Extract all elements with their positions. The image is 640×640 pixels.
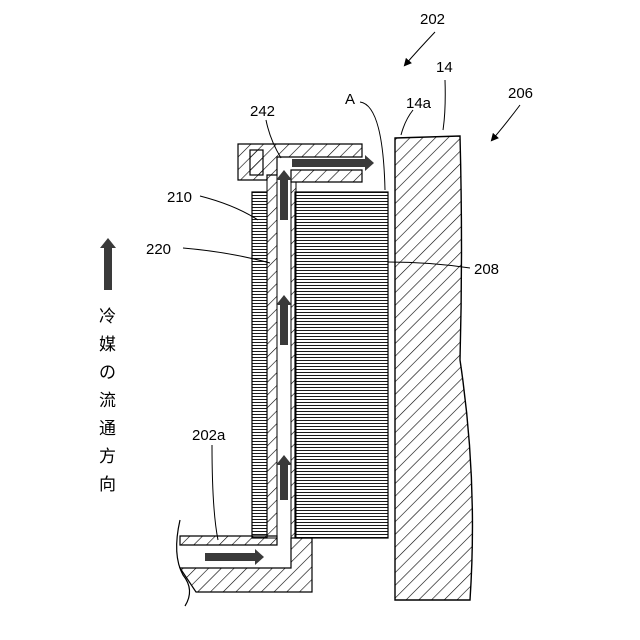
flow-arrow-up-3 bbox=[276, 455, 292, 500]
leader-14 bbox=[443, 80, 445, 130]
legend-char-5: 通 bbox=[99, 419, 116, 439]
legend-text: 冷 媒 の 流 通 方 向 bbox=[99, 307, 116, 495]
label-206: 206 bbox=[508, 85, 533, 102]
top-cap-lower bbox=[291, 170, 362, 182]
leader-14a bbox=[401, 110, 413, 135]
leader-206 bbox=[492, 105, 520, 140]
inlet-pipe-202a bbox=[180, 536, 277, 545]
flow-arrow-up-2 bbox=[276, 295, 292, 345]
channel-wall-right bbox=[291, 182, 296, 538]
up-arrow-icon bbox=[100, 238, 116, 290]
label-210: 210 bbox=[167, 189, 192, 206]
leader-202 bbox=[405, 32, 435, 65]
flow-arrow-up-1 bbox=[276, 170, 292, 220]
legend-char-2: 媒 bbox=[99, 335, 116, 355]
label-202a: 202a bbox=[192, 427, 226, 444]
label-14: 14 bbox=[436, 59, 453, 76]
legend-char-7: 向 bbox=[99, 475, 116, 495]
plate-stack-208 bbox=[295, 192, 388, 538]
label-242: 242 bbox=[250, 103, 275, 120]
leader-210 bbox=[200, 196, 258, 220]
inlet-body bbox=[180, 538, 312, 592]
legend-char-6: 方 bbox=[99, 447, 116, 467]
legend-char-4: 流 bbox=[99, 391, 116, 411]
legend-char-3: の bbox=[99, 363, 116, 383]
legend-char-1: 冷 bbox=[99, 307, 116, 327]
plate-layer-210 bbox=[252, 192, 267, 538]
label-220: 220 bbox=[146, 241, 171, 258]
leader-A bbox=[360, 102, 385, 190]
leader-202a bbox=[212, 445, 218, 540]
channel-wall-220 bbox=[267, 175, 277, 538]
label-208: 208 bbox=[474, 261, 499, 278]
label-14a: 14a bbox=[406, 95, 432, 112]
cap-insert bbox=[250, 150, 263, 175]
inlet-break-line bbox=[177, 520, 190, 606]
label-A: A bbox=[345, 91, 355, 108]
label-202: 202 bbox=[420, 11, 445, 28]
wall-14 bbox=[395, 136, 472, 600]
flow-arrow-right-bottom bbox=[205, 549, 264, 565]
